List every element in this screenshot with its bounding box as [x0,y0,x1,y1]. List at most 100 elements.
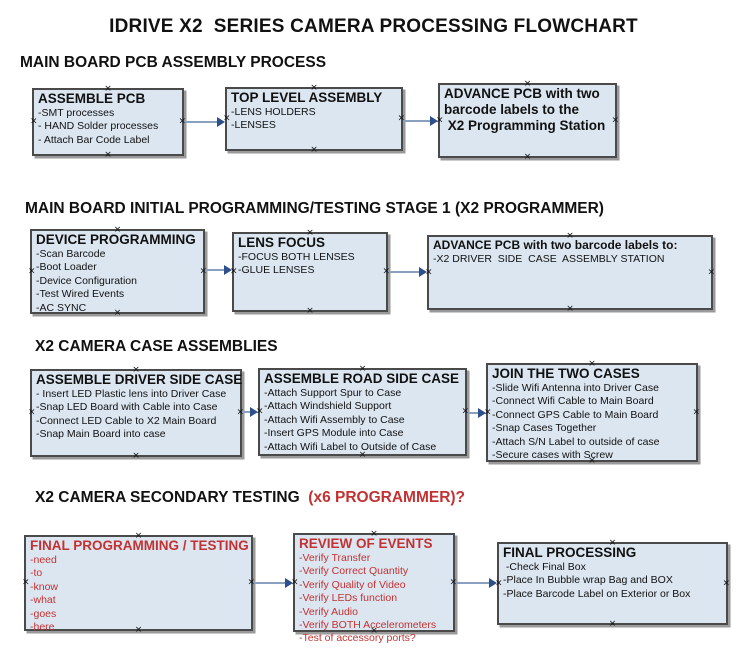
box-item: -Verify BOTH Accelerometers [299,619,437,632]
box-item: -GLUE LENSES [238,264,315,277]
connection-handle-icon: × [692,407,700,417]
connection-handle-icon: × [461,406,469,417]
connection-handle-icon: × [370,626,378,636]
section-header-pcb-assembly: MAIN BOARD PCB ASSEMBLY PROCESS [20,54,327,71]
arrow-line [184,121,219,123]
connection-handle-icon: × [306,306,314,316]
box-item: -Snap Cases Together [492,422,597,435]
box-title: ASSEMBLE PCB [38,91,146,106]
flow-box-top-level-assembly: × × × × TOP LEVEL ASSEMBLY -LENS HOLDERS… [223,83,405,155]
box-title-line: ADVANCE PCB with two [444,86,600,101]
arrow-head-icon [419,267,427,277]
connection-handle-icon: × [104,150,112,160]
connection-handle-icon: × [28,407,36,418]
flow-box-assemble-road-side-case: × × × × ASSEMBLE ROAD SIDE CASE -Attach … [256,364,469,460]
arrow-head-icon [250,407,258,417]
connection-handle-icon: × [608,619,617,629]
box-item: -Boot Loader [36,261,97,274]
connection-handle-icon: × [223,113,231,124]
connection-handle-icon: × [256,406,264,417]
box-item: -here [30,621,55,634]
box-item: -Attach S/N Label to outside of case [492,435,660,448]
connection-handle-icon: × [523,79,532,89]
section-header-initial-programming: MAIN BOARD INITIAL PROGRAMMING/TESTING S… [25,200,604,217]
flow-box-join-the-two-cases: × × × × JOIN THE TWO CASES -Slide Wifi A… [484,359,700,466]
section-header-text: X2 CAMERA SECONDARY TESTING [35,489,309,506]
box-title-line: barcode labels to the [444,102,580,117]
box-title: TOP LEVEL ASSEMBLY [231,90,383,105]
connection-handle-icon: × [28,266,36,276]
connection-handle-icon: × [484,407,492,417]
connection-handle-icon: × [523,152,532,162]
box-title-line: X2 Programming Station [444,118,606,133]
arrow-head-icon [224,265,232,275]
connection-handle-icon: × [178,116,186,127]
box-item: - Insert LED Plastic lens into Driver Ca… [36,388,227,400]
arrow-line [388,271,421,273]
connection-handle-icon: × [397,113,405,124]
box-item: -FOCUS BOTH LENSES [238,251,355,263]
box-item: -Check Final Box [503,561,586,573]
box-item: -Verify Quality of Video [299,578,406,591]
box-item: -what [30,594,56,607]
connection-handle-icon: × [611,115,619,125]
connection-handle-icon: × [230,266,238,277]
arrow-line [253,582,287,584]
connection-handle-icon: × [310,145,318,155]
connection-handle-icon: × [134,531,143,541]
box-item: -Attach Wifi Label to Outside of Case [264,440,437,453]
connection-handle-icon: × [104,84,112,94]
box-item: -Verify Audio [299,605,358,618]
box-item: -Attach Windshield Support [264,400,392,413]
flow-box-lens-focus: × × × × LENS FOCUS -FOCUS BOTH LENSES -G… [230,229,390,316]
box-item: -Slide Wifi Antenna into Driver Case [492,382,659,394]
arrow-line [205,269,226,271]
box-item: -Verify LEDs function [299,592,398,605]
connection-handle-icon: × [608,538,617,548]
connection-handle-icon: × [358,450,367,460]
connection-handle-icon: × [113,225,122,235]
box-item: -X2 DRIVER SIDE CASE ASSEMBLY STATION [433,253,665,265]
box-item: -know [30,580,59,593]
section-header-red-text: (x6 PROGRAMMER)? [308,489,466,506]
box-item: -Snap LED Board with Cable into Case [36,401,218,414]
box-item: - Attach Bar Code Label [38,133,150,146]
box-item: -AC SYNC [36,301,87,314]
flow-box-final-processing: × × × × FINAL PROCESSING -Check Final Bo… [495,538,730,629]
connector-arrow-3 [205,264,232,276]
box-title: FINAL PROGRAMMING / TESTING [30,538,249,553]
connection-handle-icon: × [495,578,503,588]
connection-handle-icon: × [358,364,367,374]
connection-handle-icon: × [588,359,596,369]
connector-arrow-6 [467,407,486,419]
flow-box-advance-pcb-programming-station: × × × × ADVANCE PCB with two barcode lab… [436,79,619,162]
box-item: -Device Configuration [36,274,137,287]
connection-handle-icon: × [566,304,574,314]
box-item: -Snap Main Board into case [36,428,166,441]
connection-handle-icon: × [236,407,244,418]
box-title: LENS FOCUS [238,235,326,250]
box-item: -need [30,554,57,566]
connection-handle-icon: × [436,115,444,125]
box-item: -Place Barcode Label on Exterior or Box [503,587,691,600]
box-title: ASSEMBLE ROAD SIDE CASE [264,371,460,386]
connection-handle-icon: × [566,231,574,241]
connection-handle-icon: × [247,577,255,588]
connection-handle-icon: × [370,529,378,539]
arrow-head-icon [217,117,225,127]
flow-box-final-programming-testing: × × × × FINAL PROGRAMMING / TESTING -nee… [22,531,255,635]
box-title: REVIEW OF EVENTS [299,536,433,551]
connection-handle-icon: × [134,625,143,635]
box-item: -goes [30,607,57,620]
box-item: -Attach Support Spur to Case [264,387,402,399]
section-header-case-assemblies: X2 CAMERA CASE ASSEMBLIES [35,338,278,355]
connection-handle-icon: × [22,577,30,588]
arrow-head-icon [285,578,293,588]
connection-handle-icon: × [310,83,318,93]
connector-arrow-4 [388,266,427,278]
connection-handle-icon: × [30,116,38,127]
connection-handle-icon: × [588,456,596,466]
arrow-head-icon [430,116,438,126]
connector-arrow-7 [253,577,293,589]
